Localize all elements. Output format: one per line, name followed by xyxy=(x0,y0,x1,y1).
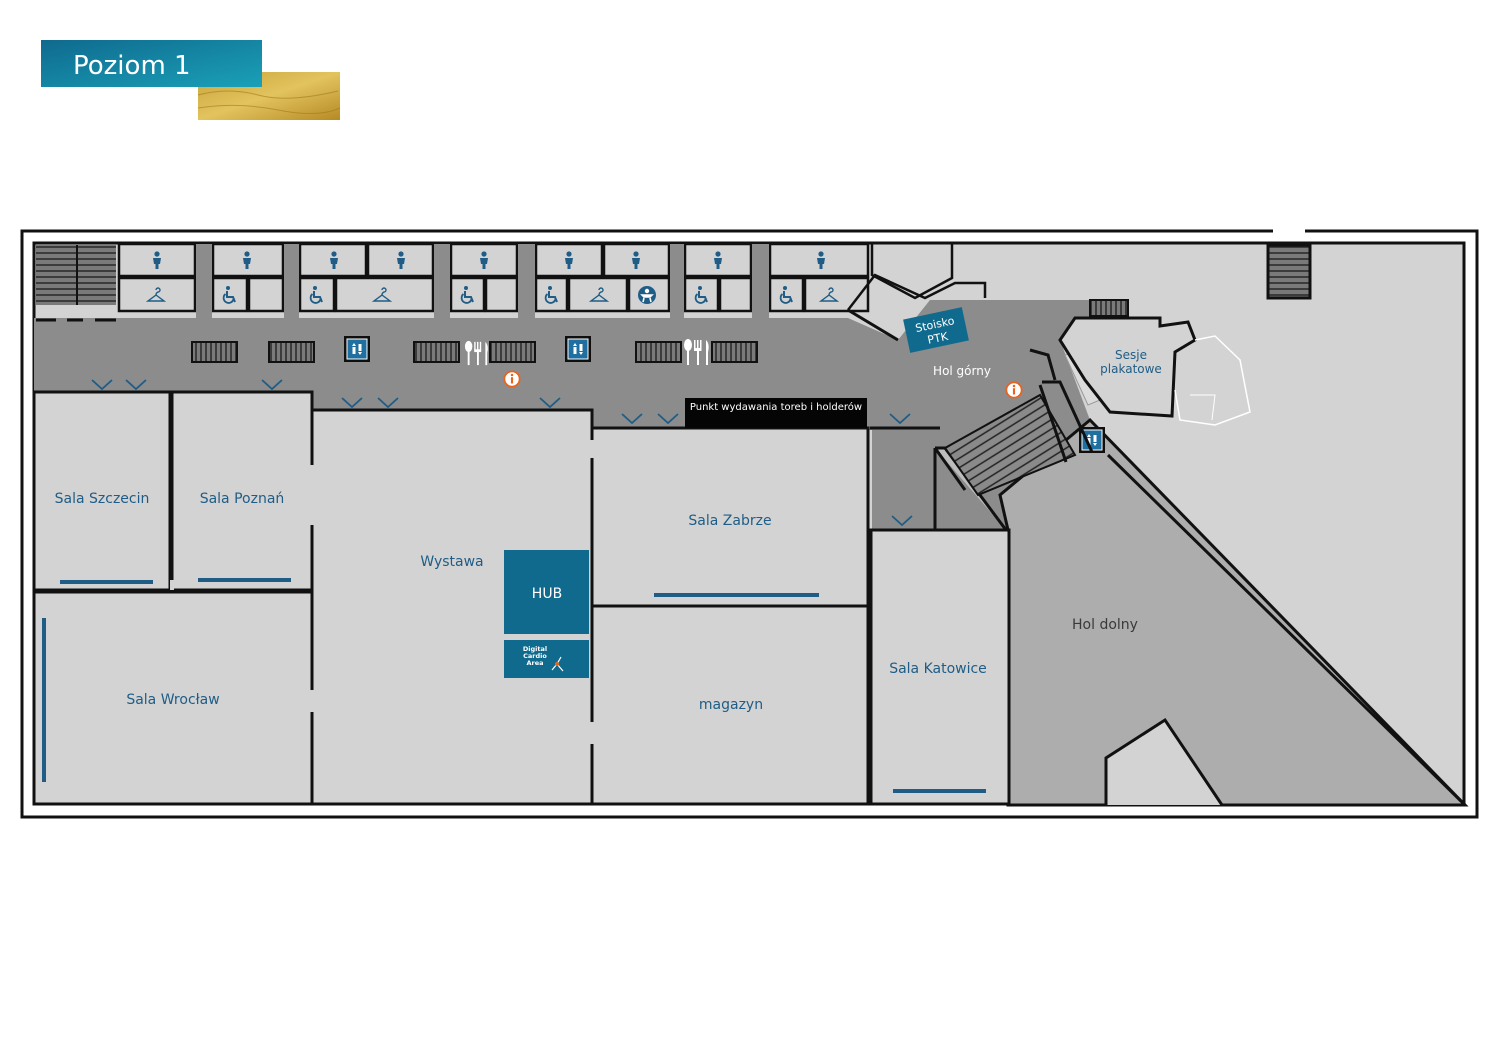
building-outline xyxy=(20,229,1479,819)
bag-pickup-point[interactable] xyxy=(685,398,867,428)
room-sesje-plakatowe[interactable] xyxy=(1058,316,1197,418)
room-szczecin[interactable] xyxy=(32,390,172,592)
baby-change-icon xyxy=(637,285,657,305)
room-label-katowice: Sala Katowice xyxy=(889,661,987,677)
info-icon[interactable] xyxy=(1005,381,1023,399)
info-icon[interactable] xyxy=(503,370,521,388)
stage-lines xyxy=(42,578,986,793)
room-label-wystawa: Wystawa xyxy=(420,554,483,570)
room-zabrze[interactable] xyxy=(590,426,870,608)
svg-text:Cardio: Cardio xyxy=(523,652,547,660)
room-label-szczecin: Sala Szczecin xyxy=(55,491,150,507)
room-katowice[interactable] xyxy=(869,528,1011,806)
digital-cardio-area[interactable] xyxy=(504,640,589,678)
stairwell-right xyxy=(1266,243,1312,300)
room-label-poznan: Sala Poznań xyxy=(200,491,285,507)
room-wroclaw[interactable] xyxy=(32,590,314,806)
page-title: Poziom 1 xyxy=(73,51,191,81)
bag-pickup-label: Punkt wydawania toreb i holderów xyxy=(690,401,862,413)
room-poznan[interactable] xyxy=(170,390,314,592)
svg-text:PTK: PTK xyxy=(926,330,950,347)
restroom-blocks xyxy=(117,242,870,313)
room-label-sesje: Sesje xyxy=(1115,348,1147,362)
hall-label-hol-gorny: Hol górny xyxy=(933,364,991,378)
room-label-plakatowe: plakatowe xyxy=(1100,362,1162,376)
main-staircase xyxy=(933,348,1094,497)
hall-label-hol-dolny: Hol dolny xyxy=(1072,617,1138,633)
room-label-zabrze: Sala Zabrze xyxy=(688,513,771,529)
stoisko-ptk[interactable] xyxy=(903,307,969,353)
room-label-magazyn: magazyn xyxy=(699,697,763,713)
network-icon xyxy=(551,656,564,672)
hub-label: HUB xyxy=(532,586,562,602)
svg-text:Digital: Digital xyxy=(523,645,547,653)
corridor-stairs xyxy=(191,299,1129,363)
elevator-icon xyxy=(344,336,370,362)
elevator-icon xyxy=(565,336,591,362)
room-label-wroclaw: Sala Wrocław xyxy=(126,692,219,708)
room-magazyn[interactable] xyxy=(590,604,870,806)
floor-title-banner: Poziom 1 xyxy=(41,40,341,120)
svg-text:Area: Area xyxy=(526,659,543,667)
hub-area[interactable] xyxy=(504,550,589,634)
